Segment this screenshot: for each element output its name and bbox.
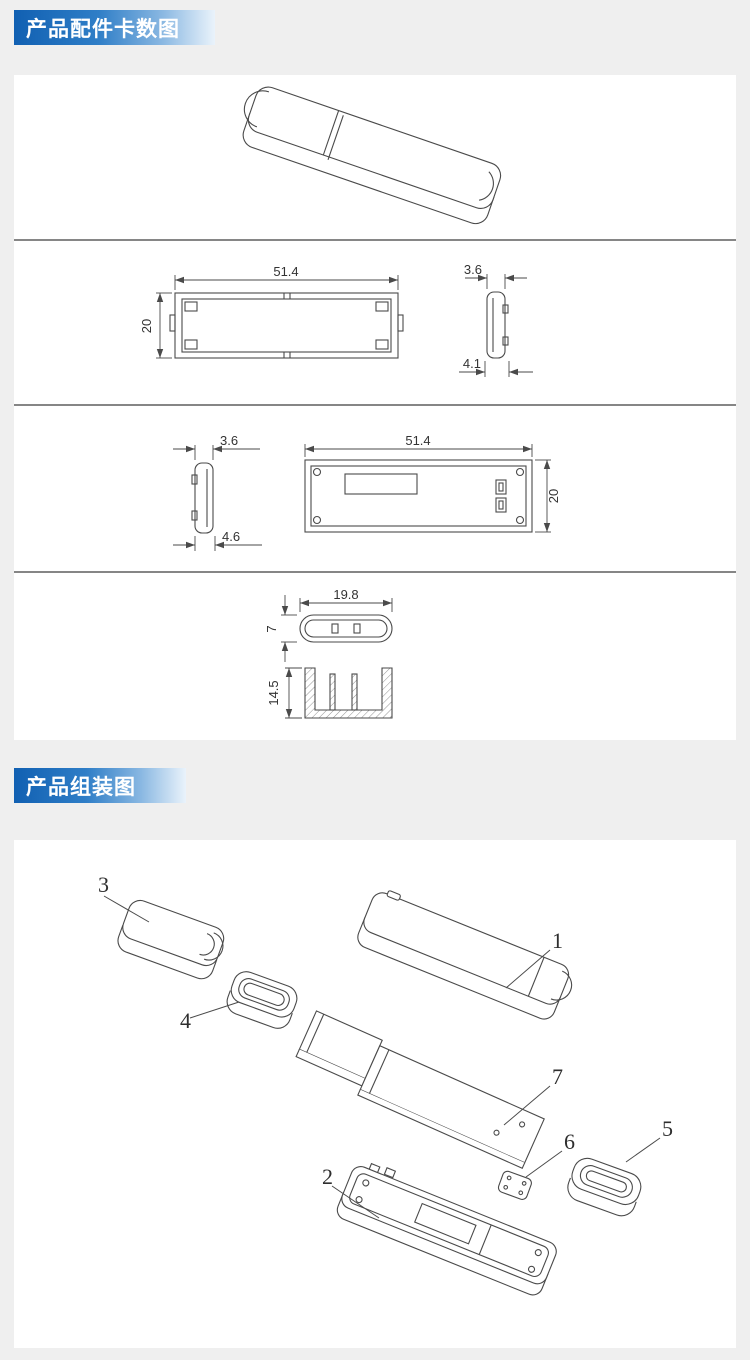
dim-front-width: 51.4 (273, 264, 298, 279)
part-pcb (295, 1010, 545, 1169)
shell-back-view (304, 459, 533, 533)
part-label-4: 4 (180, 1008, 191, 1033)
section-banner-accessories: 产品配件卡数图 (14, 10, 215, 45)
part-leader-lines (103, 895, 661, 1219)
shell-front-view (169, 292, 404, 359)
dim-back-side-foot: 4.6 (222, 529, 240, 544)
cap-section-dimensions (285, 667, 302, 719)
dim-side-foot: 4.1 (463, 356, 481, 371)
assembly-drawing-panel: 3 4 1 7 6 5 2 (14, 840, 736, 1348)
dim-cap-depth: 14.5 (266, 680, 281, 705)
cap-top-dimensions (281, 595, 393, 662)
part-label-5: 5 (662, 1116, 673, 1141)
part-bottom-shell (336, 1162, 557, 1296)
part-clip (497, 1170, 532, 1200)
part-label-1: 1 (552, 928, 563, 953)
cap-section-view (304, 667, 393, 719)
dim-cap-height: 7 (264, 625, 279, 632)
part-label-3: 3 (98, 872, 109, 897)
dim-back-side-width: 3.6 (220, 433, 238, 448)
dim-back-height: 20 (546, 489, 561, 503)
part-label-6: 6 (564, 1129, 575, 1154)
dim-front-height: 20 (139, 319, 154, 333)
part-label-2: 2 (322, 1164, 333, 1189)
part-top-shell (357, 890, 573, 1020)
dim-side-width: 3.6 (464, 262, 482, 277)
section-banner-assembly: 产品组装图 (14, 768, 186, 803)
shell-side-view-right (486, 291, 509, 359)
dim-cap-width: 19.8 (333, 587, 358, 602)
section-title-accessories: 产品配件卡数图 (26, 17, 180, 41)
accessories-drawings-panel: 51.4 20 3.6 4.1 (14, 75, 736, 740)
usb-isometric-drawing (242, 86, 502, 225)
section-title-assembly: 产品组装图 (26, 775, 136, 799)
dim-back-width: 51.4 (405, 433, 430, 448)
part-end-cap (567, 1157, 642, 1217)
cap-top-view (299, 614, 393, 643)
shell-front-dimensions (156, 275, 399, 359)
assembly-drawing-svg: 3 4 1 7 6 5 2 (98, 872, 673, 1296)
part-cap (117, 899, 225, 980)
shell-side-left-dimensions (173, 445, 262, 551)
shell-back-dimensions (304, 444, 551, 533)
accessories-drawings-svg: 51.4 20 3.6 4.1 (14, 86, 736, 719)
part-ring (226, 971, 298, 1029)
part-label-7: 7 (552, 1064, 563, 1089)
shell-side-view-left (191, 462, 214, 534)
shell-side-dimensions (459, 274, 533, 377)
